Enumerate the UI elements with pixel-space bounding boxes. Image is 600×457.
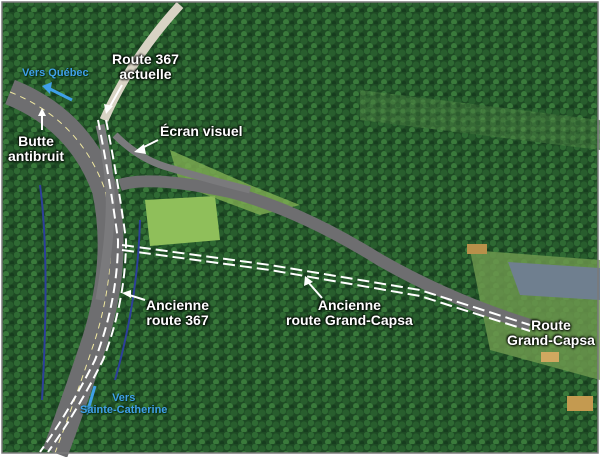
- noise-berm-line: [39, 184, 47, 401]
- ramp-west: [95, 123, 115, 301]
- top-corridor: [360, 90, 600, 150]
- building: [541, 352, 559, 362]
- route-grand-capsa: [118, 175, 532, 331]
- pond: [508, 262, 600, 300]
- label-route-367-actuelle: Route 367 actuelle: [112, 51, 179, 82]
- label-vers-sainte-catherine: Vers Sainte-Catherine: [80, 392, 168, 416]
- ancienne-route-grand-capsa: [121, 244, 531, 326]
- label-butte-antibruit: Butte antibruit: [8, 133, 64, 164]
- arrow-grand-capsa: [307, 281, 323, 299]
- arrow-vers-sainte-catherine: [86, 385, 97, 411]
- label-vers-quebec: Vers Québec: [22, 67, 89, 79]
- clearing-center: [145, 196, 220, 246]
- building: [467, 244, 487, 254]
- building: [567, 396, 593, 411]
- label-route-grand-capsa: Route Grand-Capsa: [507, 317, 595, 348]
- label-ancienne-route-grand-capsa: Ancienne route Grand-Capsa: [286, 297, 413, 328]
- arrow-vers-quebec: [47, 86, 73, 102]
- label-ancienne-route-367: Ancienne route 367: [146, 297, 210, 328]
- label-ecran-visuel: Écran visuel: [160, 123, 243, 139]
